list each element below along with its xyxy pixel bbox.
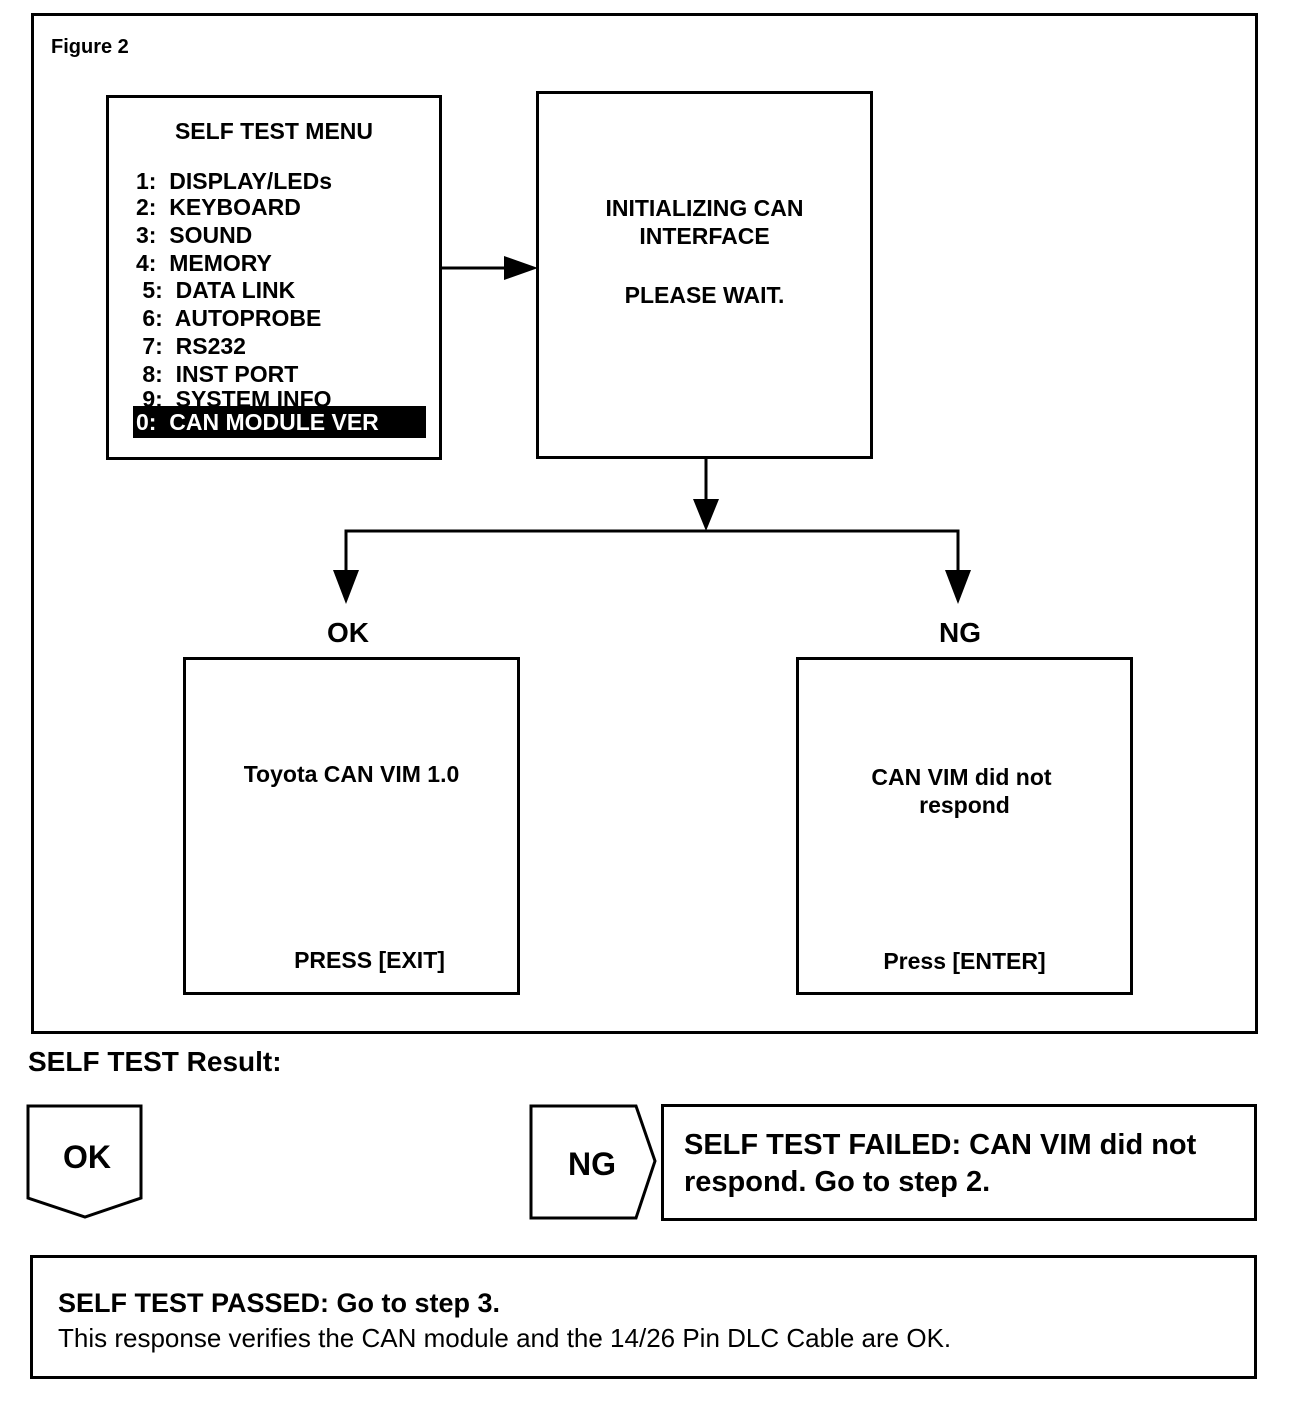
ng-branch-label: NG (939, 617, 981, 648)
pass-message-title: SELF TEST PASSED: Go to step 3. (58, 1288, 501, 1318)
ng-screen-footer: Press [ENTER] (883, 948, 1046, 974)
arrowhead-down-ok (333, 570, 359, 604)
init-line-1: INITIALIZING CAN (605, 195, 804, 221)
menu-item-can-module-ver-selected: 0: CAN MODULE VER (133, 406, 426, 438)
figure-label: Figure 2 (51, 36, 129, 58)
self-test-result-title: SELF TEST Result: (28, 1046, 282, 1077)
pass-message-description: This response verifies the CAN module an… (58, 1323, 952, 1353)
ok-screen-message: Toyota CAN VIM 1.0 (243, 761, 460, 787)
ok-tag-shape (26, 1104, 143, 1219)
fail-message-box: SELF TEST FAILED: CAN VIM did not respon… (661, 1104, 1257, 1221)
ng-result-screen: CAN VIM did not respond Press [ENTER] (796, 657, 1133, 995)
ok-tag-label: OK (63, 1139, 111, 1175)
menu-item-keyboard: 2: KEYBOARD (136, 194, 301, 220)
arrowhead-down-center (693, 499, 719, 531)
ok-branch-label: OK (327, 617, 369, 648)
menu-item-display-leds: 1: DISPLAY/LEDs (136, 168, 332, 194)
menu-item-rs232: 7: RS232 (136, 333, 246, 359)
init-line-2: INTERFACE (639, 223, 770, 249)
pass-message-box: SELF TEST PASSED: Go to step 3. This res… (30, 1255, 1257, 1379)
branch-connector (344, 529, 960, 573)
init-line-3: PLEASE WAIT. (624, 282, 785, 308)
ng-screen-line-1: CAN VIM did not (871, 764, 1052, 790)
ok-result-screen: Toyota CAN VIM 1.0 PRESS [EXIT] (183, 657, 520, 995)
initializing-screen: INITIALIZING CAN INTERFACE PLEASE WAIT. (536, 91, 873, 459)
menu-item-autoprobe: 6: AUTOPROBE (136, 305, 322, 331)
ng-tag-shape (529, 1104, 657, 1220)
menu-item-sound: 3: SOUND (136, 222, 253, 248)
self-test-menu-screen: SELF TEST MENU 1: DISPLAY/LEDs 2: KEYBOA… (106, 95, 442, 460)
ok-screen-footer: PRESS [EXIT] (294, 947, 445, 973)
ng-tag-label: NG (568, 1146, 616, 1182)
figure-frame (31, 13, 1258, 1034)
menu-item-memory: 4: MEMORY (136, 250, 272, 276)
menu-title: SELF TEST MENU (174, 118, 374, 144)
menu-item-data-link: 5: DATA LINK (136, 277, 296, 303)
menu-item-inst-port: 8: INST PORT (136, 361, 299, 387)
fail-message: SELF TEST FAILED: CAN VIM did not respon… (684, 1129, 1197, 1198)
arrowhead-down-ng (945, 570, 971, 604)
ng-screen-line-2: respond (919, 792, 1010, 818)
arrowhead-right (504, 256, 538, 280)
